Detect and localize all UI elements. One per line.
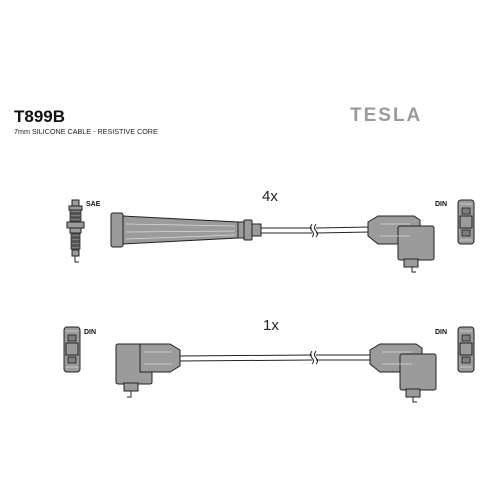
lead-top: 4x SAE (66, 188, 475, 273)
lead-top-right-terminal: DIN (435, 201, 447, 208)
product-code: T899B (14, 107, 65, 126)
cable-bottom (179, 350, 372, 365)
product-subtitle: 7mm SILICONE CABLE - RESISTIVE CORE (14, 127, 158, 136)
spark-plug-icon (66, 199, 85, 263)
din-terminal-icon (63, 326, 81, 373)
cable-top (261, 223, 371, 238)
din-terminal-icon (457, 199, 475, 245)
straight-boot (110, 212, 262, 248)
angled-boot-bottom-left (115, 343, 181, 398)
lead-bottom: 1x DIN (63, 317, 475, 403)
din-terminal-icon (457, 326, 475, 373)
angled-boot-bottom-right (369, 343, 437, 403)
lead-bottom-right-terminal: DIN (435, 329, 447, 336)
lead-top-left-terminal: SAE (86, 201, 101, 208)
lead-bottom-quantity: 1x (263, 317, 279, 334)
lead-top-quantity: 4x (262, 188, 278, 205)
angled-boot-top-right (367, 215, 435, 273)
lead-bottom-left-terminal: DIN (84, 329, 96, 336)
brand-logo: TESLA (350, 105, 422, 126)
